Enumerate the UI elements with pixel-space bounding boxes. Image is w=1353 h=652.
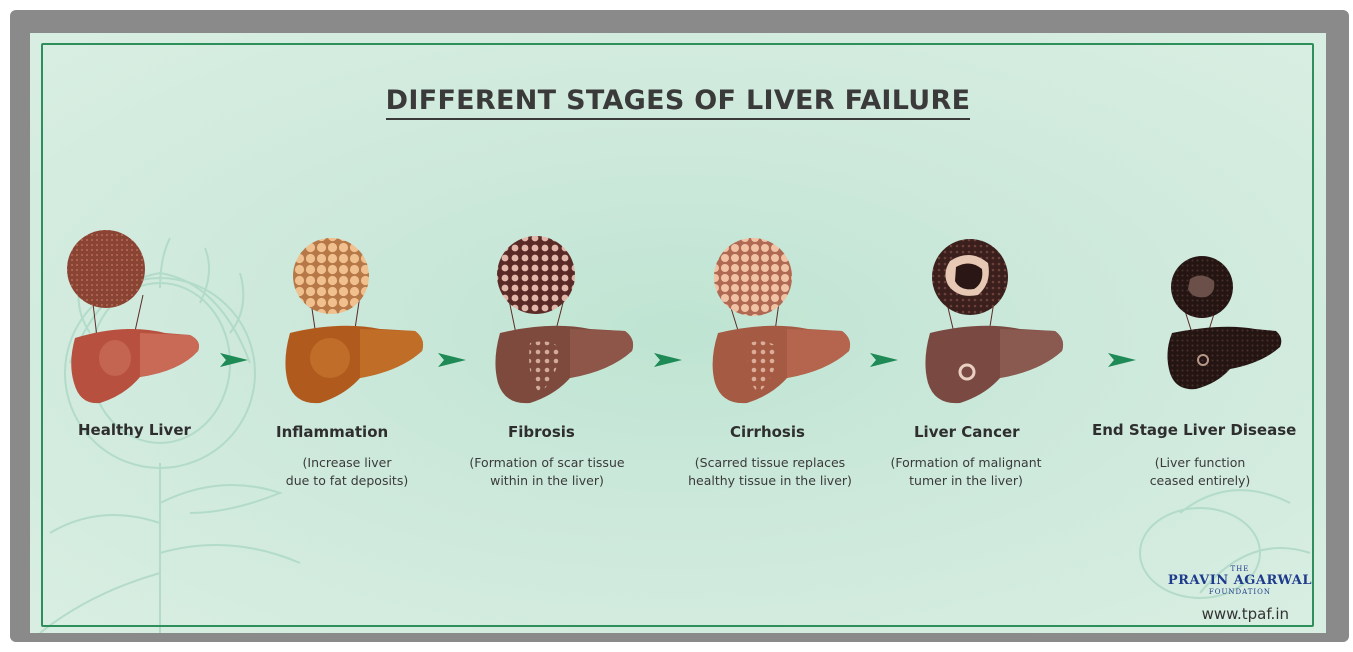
stage-name-cirrhosis: Cirrhosis	[730, 423, 805, 441]
end-stage-liver-icon	[1167, 256, 1281, 389]
arrow-right-icon	[1108, 353, 1136, 367]
stage-name-inflammation: Inflammation	[276, 423, 388, 441]
stage-name-healthy: Healthy Liver	[78, 421, 191, 439]
stage-name-liver-cancer: Liver Cancer	[914, 423, 1020, 441]
stage-desc-cirrhosis: (Scarred tissue replaces healthy tissue …	[675, 454, 865, 490]
arrow-right-icon	[220, 353, 248, 367]
stage-desc-liver-cancer: (Formation of malignant tumer in the liv…	[876, 454, 1056, 490]
fibrosis-liver-icon	[495, 236, 633, 403]
stage-desc-fibrosis: (Formation of scar tissue within in the …	[452, 454, 642, 490]
arrow-right-icon	[654, 353, 682, 367]
stage-desc-end-stage: (Liver function ceased entirely)	[1120, 454, 1280, 490]
cirrhosis-liver-icon	[713, 238, 850, 403]
liver-stages-illustration	[30, 33, 1326, 633]
stage-name-end-stage: End Stage Liver Disease	[1092, 421, 1296, 439]
stage-desc-inflammation: (Increase liver due to fat deposits)	[262, 454, 432, 490]
website-url: www.tpaf.in	[1202, 605, 1289, 623]
foundation-logo: THE PRAVIN AGARWAL FOUNDATION	[1168, 565, 1312, 596]
healthy-liver-icon	[67, 230, 199, 403]
arrow-right-icon	[870, 353, 898, 367]
cancer-liver-icon	[925, 239, 1063, 403]
infographic-card: DIFFERENT STAGES OF LIVER FAILURE	[30, 33, 1326, 633]
inflammation-liver-icon	[285, 238, 423, 403]
arrow-right-icon	[438, 353, 466, 367]
stage-name-fibrosis: Fibrosis	[508, 423, 575, 441]
